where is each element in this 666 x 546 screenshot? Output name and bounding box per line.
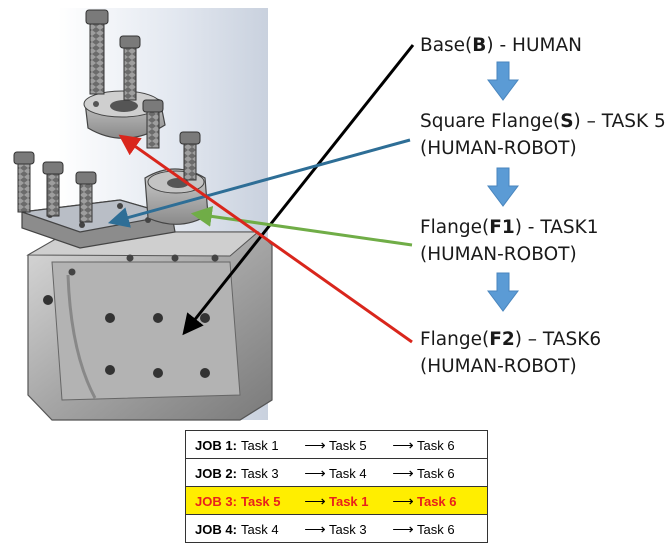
- square-flange-label-suffix: ) – TASK 5: [573, 111, 666, 132]
- flow-arrow-1: [487, 61, 519, 101]
- flange-f1-label: Flange(F1) - TASK1: [420, 216, 599, 240]
- job-task-3: Task 6: [417, 465, 455, 481]
- base-pointer-line: [182, 44, 415, 336]
- job-task-2: Task 5: [329, 437, 367, 453]
- base-label: Base(B) - HUMAN: [420, 34, 582, 58]
- square-flange-label: Square Flange(S) – TASK 5: [420, 110, 666, 134]
- sequence-arrow-icon: ⟶: [304, 436, 326, 454]
- job-task-2: Task 1: [329, 493, 369, 509]
- flange-f2-pointer-line: [118, 134, 413, 344]
- square-flange-label-prefix: Square Flange(: [420, 111, 561, 132]
- job-cell: JOB 3:Task 5⟶Task 1⟶Task 6: [185, 486, 488, 515]
- flange-f2-part: [83, 90, 166, 139]
- flange-f1-pointer-line: [190, 205, 413, 247]
- job-label: JOB 4:: [195, 521, 237, 537]
- sequence-arrow-icon: ⟶: [392, 492, 414, 510]
- job-label: JOB 1:: [195, 437, 237, 453]
- job-row-4: JOB 4:Task 4⟶Task 3⟶Task 6: [185, 514, 488, 543]
- flange-f2-label-code: F2: [489, 329, 515, 350]
- job-task-3: Task 6: [417, 437, 455, 453]
- job-label: JOB 2:: [195, 465, 237, 481]
- job-task-2: Task 4: [329, 465, 367, 481]
- job-task-3: Task 6: [417, 521, 455, 537]
- job-cell: JOB 2:Task 3⟶Task 4⟶Task 6: [185, 458, 488, 487]
- job-cell: JOB 1:Task 1⟶Task 5⟶Task 6: [185, 430, 488, 459]
- flow-arrow-2: [487, 167, 519, 207]
- job-sequence-table: JOB 1:Task 1⟶Task 5⟶Task 6 JOB 2:Task 3⟶…: [185, 430, 488, 543]
- job-cell: JOB 4:Task 4⟶Task 3⟶Task 6: [185, 514, 488, 543]
- base-bracket: [26, 231, 273, 421]
- job-task-1: Task 1: [241, 437, 279, 453]
- sequence-arrow-icon: ⟶: [304, 492, 326, 510]
- flange-f1-label-code: F1: [489, 217, 515, 238]
- bolts: [13, 9, 201, 223]
- flange-f1-label-suffix: ) - TASK1: [514, 217, 599, 238]
- job-task-1: Task 5: [241, 493, 281, 509]
- base-label-code: B: [472, 35, 487, 56]
- flange-f2-label: Flange(F2) – TASK6: [420, 328, 601, 352]
- job-row-2: JOB 2:Task 3⟶Task 4⟶Task 6: [185, 458, 488, 487]
- job-row-1: JOB 1:Task 1⟶Task 5⟶Task 6: [185, 430, 488, 459]
- flange-f2-role: (HUMAN-ROBOT): [420, 356, 577, 377]
- base-label-prefix: Base(: [420, 35, 473, 56]
- sequence-arrow-icon: ⟶: [392, 464, 414, 482]
- job-task-2: Task 3: [329, 521, 367, 537]
- base-label-suffix: ) - HUMAN: [486, 35, 582, 56]
- flange-f2-label-prefix: Flange(: [420, 329, 490, 350]
- square-flange-label-code: S: [560, 111, 574, 132]
- job-task-1: Task 3: [241, 465, 279, 481]
- flow-arrow-3: [487, 272, 519, 312]
- flange-f2-label-suffix: ) – TASK6: [514, 329, 602, 350]
- square-flange-pointer-line: [107, 138, 411, 228]
- sequence-arrow-icon: ⟶: [304, 520, 326, 538]
- sequence-arrow-icon: ⟶: [392, 436, 414, 454]
- sequence-arrow-icon: ⟶: [304, 464, 326, 482]
- job-task-3: Task 6: [417, 493, 457, 509]
- square-flange-role: (HUMAN-ROBOT): [420, 138, 577, 159]
- flange-f1-role: (HUMAN-ROBOT): [420, 244, 577, 265]
- job-row-3-highlighted: JOB 3:Task 5⟶Task 1⟶Task 6: [185, 486, 488, 515]
- job-task-1: Task 4: [241, 521, 279, 537]
- flange-f1-label-prefix: Flange(: [420, 217, 490, 238]
- sequence-arrow-icon: ⟶: [392, 520, 414, 538]
- job-label: JOB 3:: [195, 493, 237, 509]
